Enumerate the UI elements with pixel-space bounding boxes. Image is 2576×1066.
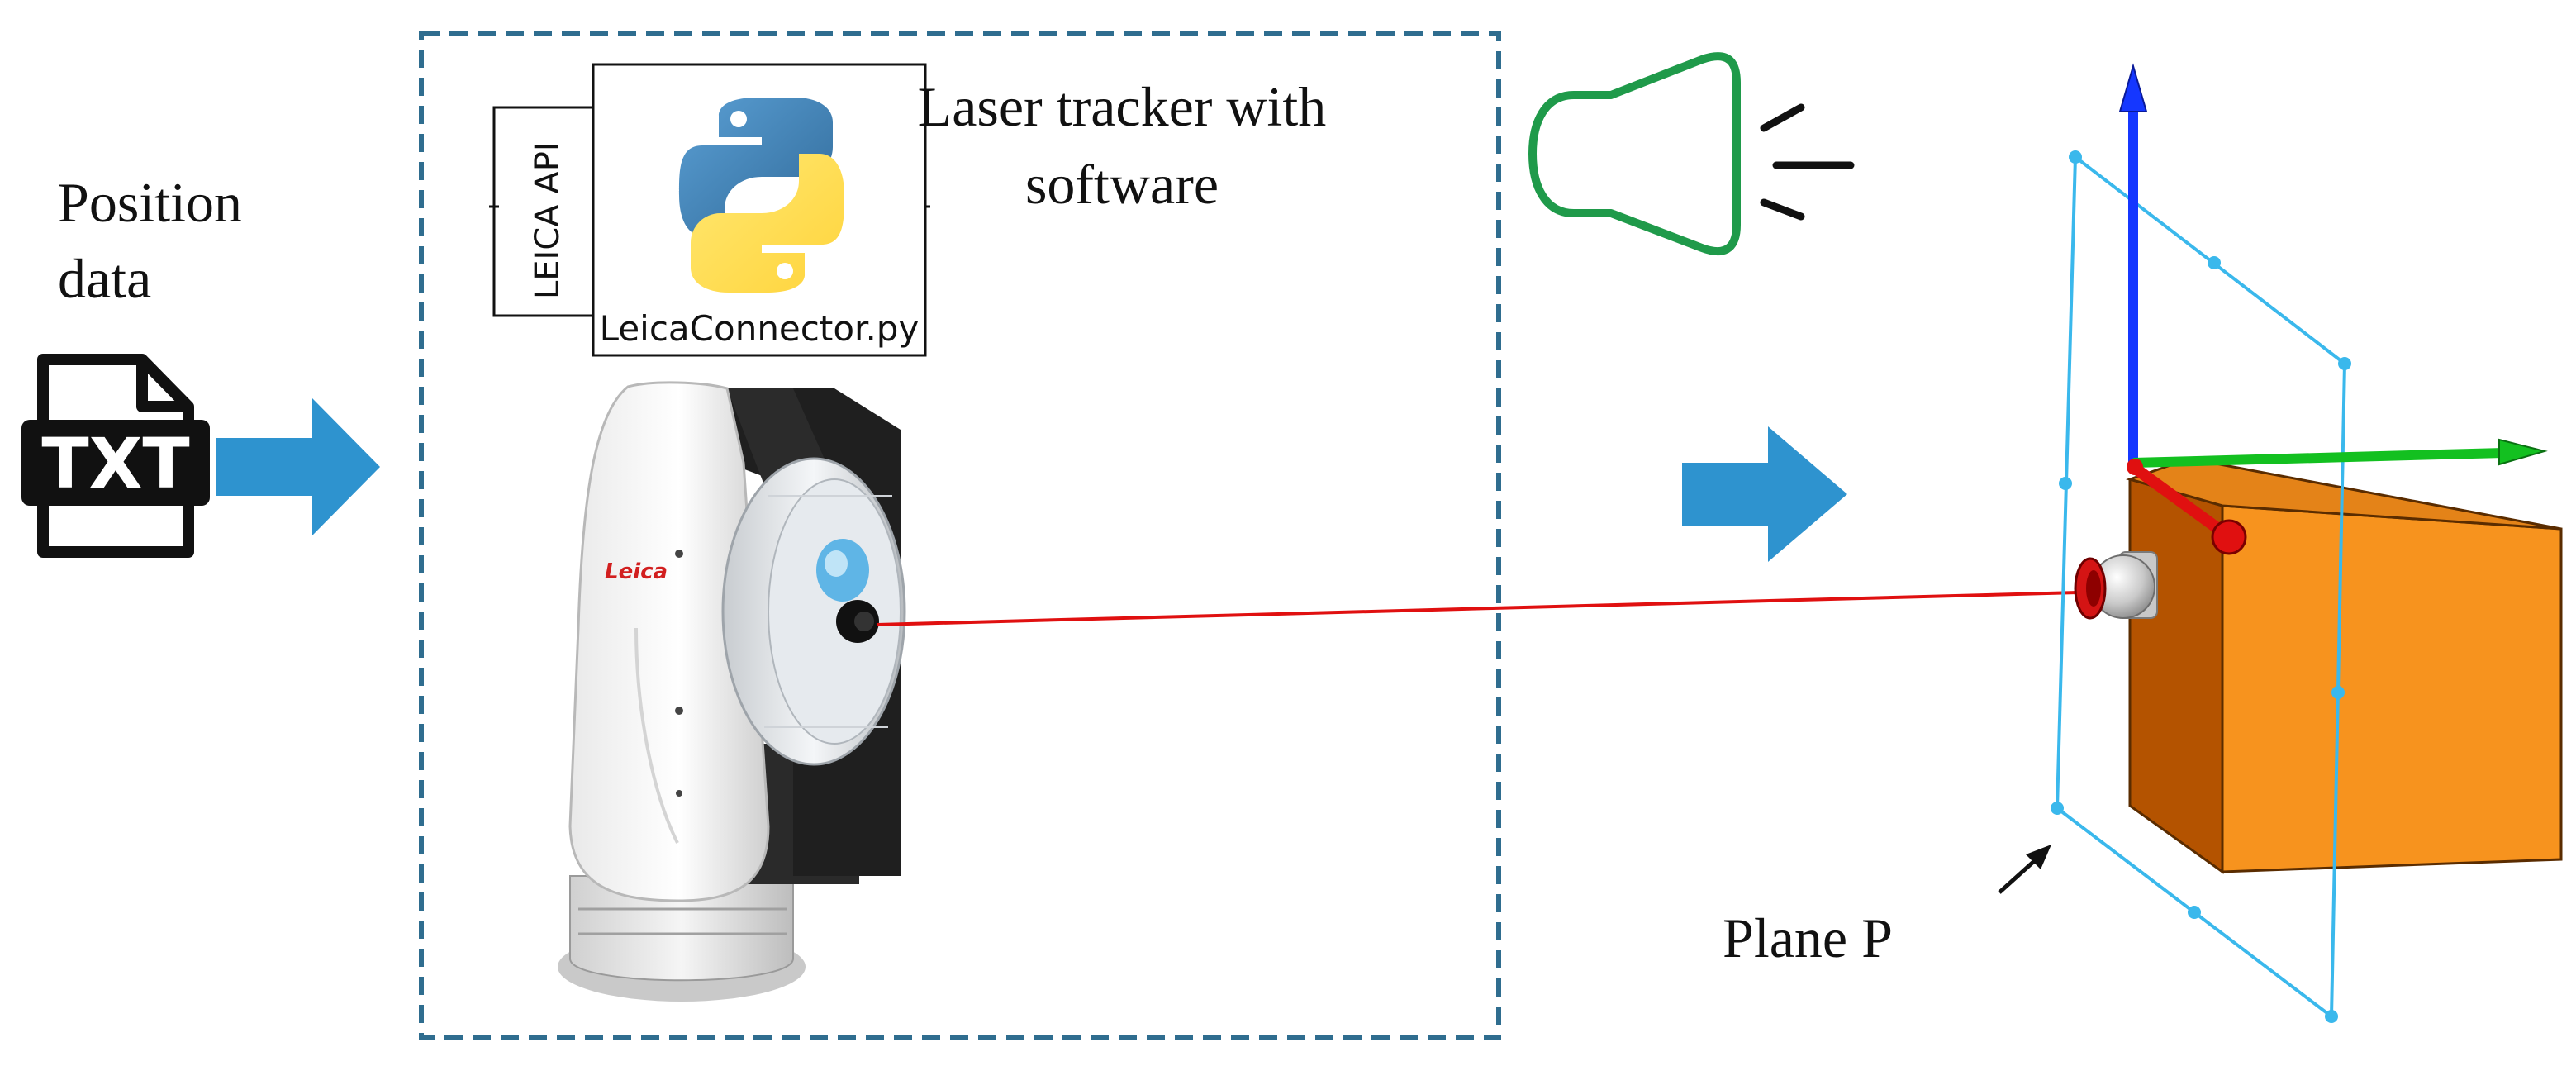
right-arrow-icon <box>216 398 380 535</box>
coordinate-axes <box>2118 63 2548 555</box>
tracker-title-line1: Laser tracker with <box>918 75 1327 138</box>
laser-beam <box>877 591 2079 626</box>
position-data-label-line1: Position <box>58 171 242 234</box>
tracker-dashed-frame <box>419 31 1501 1040</box>
txt-file-icon: TXT <box>21 354 210 558</box>
python-connector-box: LeicaConnector.py <box>489 63 930 357</box>
leica-api-box: LEICA API <box>492 106 600 317</box>
tracker-title-line2: software <box>1025 153 1219 216</box>
speaker-icon <box>1528 52 1855 256</box>
txt-icon-text: TXT <box>41 423 189 504</box>
plane-label: Plane P <box>1723 907 1893 969</box>
position-data-label-line2: data <box>58 247 151 310</box>
svg-text:Leica: Leica <box>605 559 668 584</box>
pointer-arrow-icon <box>1998 845 2051 894</box>
plane-p-outline <box>2051 150 2351 1023</box>
python-logo-icon <box>679 98 844 293</box>
right-arrow-icon <box>1682 426 1847 562</box>
leica-api-label: LEICA API <box>529 141 567 299</box>
reflector-target-icon <box>2074 551 2158 620</box>
connector-file-label: LeicaConnector.py <box>600 308 920 349</box>
laser-tracker-icon: Leica <box>558 381 906 1002</box>
orange-box-icon <box>2126 457 2563 874</box>
